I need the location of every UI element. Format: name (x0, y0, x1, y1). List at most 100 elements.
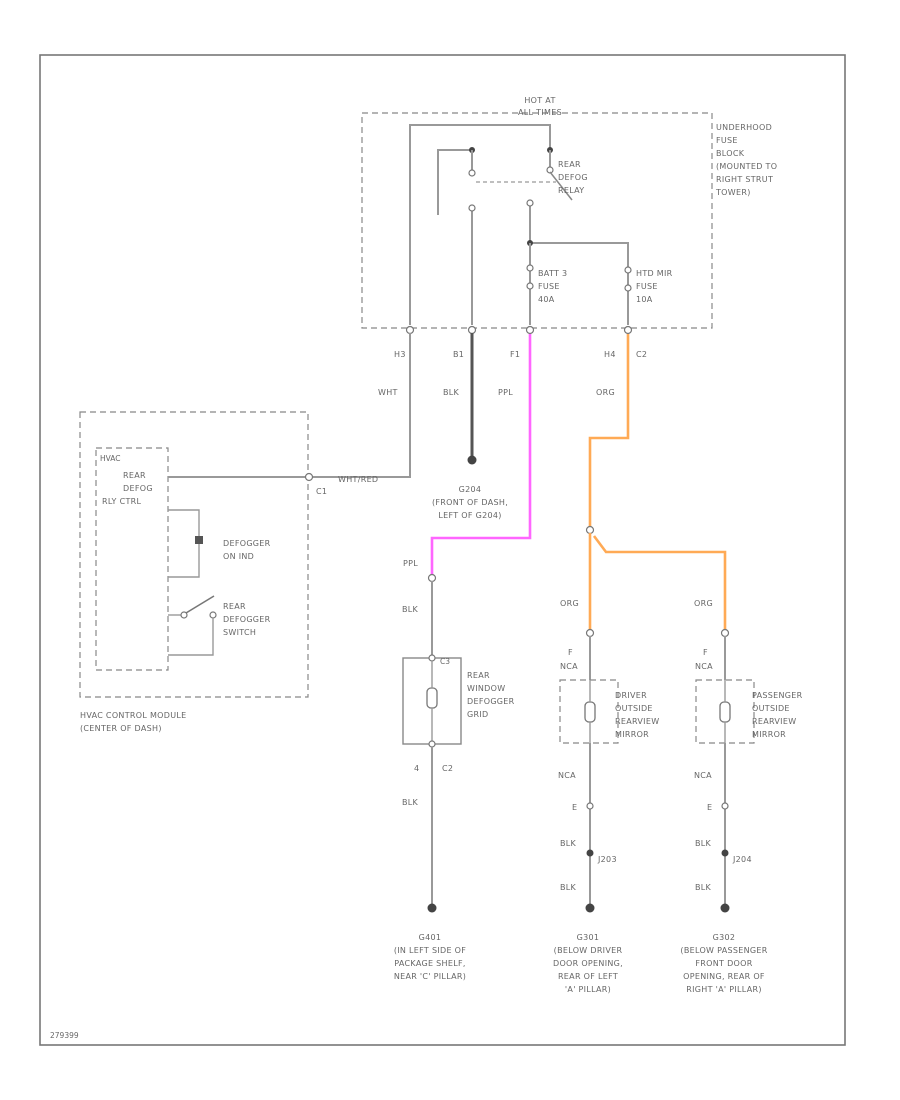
hot-at-label: HOT AT (524, 96, 555, 105)
svg-text:UNDERHOOD: UNDERHOOD (716, 123, 772, 132)
svg-text:REAR: REAR (558, 160, 581, 169)
svg-text:REARVIEW: REARVIEW (615, 717, 659, 726)
passenger-mirror-connector (720, 628, 730, 638)
hvac-module-name: HVAC CONTROL MODULE (CENTER OF DASH) (80, 711, 186, 733)
svg-text:RIGHT STRUT: RIGHT STRUT (716, 175, 773, 184)
hvac-pin-c1 (304, 472, 314, 482)
svg-text:G401: G401 (419, 933, 442, 942)
svg-text:DEFOGGER: DEFOGGER (223, 615, 271, 624)
svg-text:RELAY: RELAY (558, 186, 585, 195)
indicator-wire (168, 509, 200, 578)
svg-text:(BELOW PASSENGER: (BELOW PASSENGER (680, 946, 767, 955)
g204-label: G204 (FRONT OF DASH, LEFT OF G204) (432, 485, 508, 520)
driver-pin-e-conn (586, 802, 594, 810)
svg-text:HVAC CONTROL MODULE: HVAC CONTROL MODULE (80, 711, 186, 720)
driver-pin-f: F (568, 648, 573, 657)
ppl-wire (430, 334, 532, 575)
pin-h4 (623, 325, 633, 335)
svg-text:SWITCH: SWITCH (223, 628, 256, 637)
svg-text:(FRONT OF DASH,: (FRONT OF DASH, (432, 498, 508, 507)
svg-text:OPENING, REAR OF: OPENING, REAR OF (683, 972, 765, 981)
relay-terminal (468, 169, 476, 177)
org-wire-right (592, 535, 727, 630)
passenger-mirror-heater-icon (719, 701, 731, 723)
org-splice (585, 525, 595, 535)
relay-coil-feed (437, 149, 470, 215)
svg-text:40A: 40A (538, 295, 555, 304)
svg-text:DEFOGGER: DEFOGGER (223, 539, 271, 548)
driver-pin-e: E (572, 803, 577, 812)
svg-text:HTD MIR: HTD MIR (636, 269, 673, 278)
g204-ground-dot (467, 455, 477, 465)
org-left-label: ORG (560, 599, 579, 608)
svg-text:DEFOGGER: DEFOGGER (467, 697, 515, 706)
grid-label: REAR WINDOW DEFOGGER GRID (467, 671, 515, 719)
org-right-label: ORG (694, 599, 713, 608)
svg-text:WINDOW: WINDOW (467, 684, 505, 693)
g302-ground-dot (720, 903, 730, 913)
svg-text:REAR: REAR (123, 471, 146, 480)
grid-connector (427, 573, 437, 583)
j203-label: J203 (597, 855, 617, 864)
htd-mir-fuse-label: HTD MIR FUSE 10A (636, 269, 673, 304)
svg-text:REAR OF LEFT: REAR OF LEFT (558, 972, 618, 981)
htd-mir-fuse-terminal (624, 266, 632, 274)
svg-text:'A' PILLAR): 'A' PILLAR) (565, 985, 611, 994)
g301-ground-dot (585, 903, 595, 913)
svg-text:(CENTER OF DASH): (CENTER OF DASH) (80, 724, 162, 733)
switch-contact (209, 611, 217, 619)
svg-text:(IN LEFT SIDE OF: (IN LEFT SIDE OF (394, 946, 466, 955)
svg-text:(MOUNTED TO: (MOUNTED TO (716, 162, 777, 171)
relay-switch-arm (549, 171, 573, 201)
svg-text:G302: G302 (713, 933, 736, 942)
svg-text:REAR: REAR (467, 671, 490, 680)
rear-defogger-switch-label: REAR DEFOGGER SWITCH (223, 602, 271, 637)
svg-text:G301: G301 (577, 933, 600, 942)
pin-h4-label: H4 (604, 350, 616, 359)
svg-text:PASSENGER: PASSENGER (752, 691, 803, 700)
pin-h3 (405, 325, 415, 335)
grid-pin-num: 4 (414, 764, 419, 773)
defogger-indicator-icon (195, 536, 203, 544)
passenger-pin-e: E (707, 803, 712, 812)
wht-wire (312, 333, 411, 478)
passenger-mirror-label: PASSENGER OUTSIDE REARVIEW MIRROR (752, 691, 803, 739)
nca-3-label: NCA (695, 662, 713, 671)
all-times-label: ALL TIMES (518, 108, 562, 117)
pin-b1-label: B1 (453, 350, 464, 359)
blk-r1-label: BLK (695, 839, 712, 848)
batt3-fuse-terminal (526, 264, 534, 272)
wht-red-wire-label: WHT/RED (338, 475, 378, 484)
nca-4-label: NCA (694, 771, 712, 780)
svg-text:FUSE: FUSE (538, 282, 560, 291)
svg-text:MIRROR: MIRROR (615, 730, 649, 739)
heater-element-icon (426, 687, 438, 709)
hvac-module-outline (79, 411, 309, 698)
svg-text:FRONT DOOR: FRONT DOOR (695, 959, 752, 968)
nca-1-label: NCA (560, 662, 578, 671)
grid-pin-top (428, 654, 436, 662)
blk-l1-label: BLK (560, 839, 577, 848)
hvac-inner-outline (95, 447, 169, 671)
defogger-on-ind-label: DEFOGGER ON IND (223, 539, 271, 561)
g302-label: G302 (BELOW PASSENGER FRONT DOOR OPENING… (680, 933, 767, 994)
svg-text:OUTSIDE: OUTSIDE (615, 704, 653, 713)
batt3-fuse-terminal (526, 282, 534, 290)
j203-splice (586, 849, 594, 857)
svg-text:DEFOG: DEFOG (123, 484, 153, 493)
relay-contact (526, 199, 534, 207)
diagram-code: 279399 (50, 1031, 79, 1040)
svg-text:FUSE: FUSE (716, 136, 738, 145)
rear-defogger-switch-icon (185, 595, 215, 614)
svg-text:GRID: GRID (467, 710, 488, 719)
svg-text:DRIVER: DRIVER (615, 691, 647, 700)
diagram-frame (39, 54, 846, 1046)
svg-text:RIGHT 'A' PILLAR): RIGHT 'A' PILLAR) (686, 985, 762, 994)
j204-splice (721, 849, 729, 857)
g401-label: G401 (IN LEFT SIDE OF PACKAGE SHELF, NEA… (394, 933, 466, 981)
pin-f1-label: F1 (510, 350, 520, 359)
fuse-block-name: UNDERHOOD FUSE BLOCK (MOUNTED TO RIGHT S… (715, 123, 777, 197)
svg-text:G204: G204 (459, 485, 482, 494)
svg-text:FUSE: FUSE (636, 282, 658, 291)
